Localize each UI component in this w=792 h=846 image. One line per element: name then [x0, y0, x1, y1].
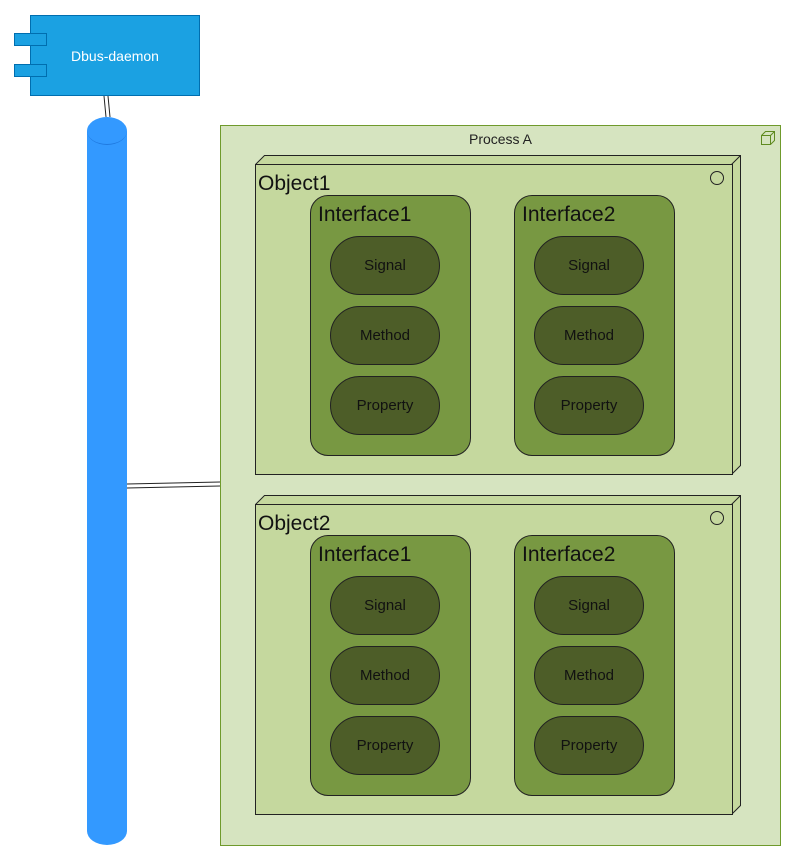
component-tab-icon — [14, 33, 47, 46]
member-property[interactable]: Property — [330, 376, 440, 435]
member-signal[interactable]: Signal — [330, 236, 440, 295]
member-method[interactable]: Method — [330, 646, 440, 705]
interface-title: Interface1 — [318, 203, 412, 226]
object-circle-icon — [710, 511, 724, 525]
bus-cylinder-top — [87, 117, 127, 145]
member-property[interactable]: Property — [534, 716, 644, 775]
dbus-daemon-component[interactable]: Dbus-daemon — [30, 15, 200, 96]
bus-process-connector — [126, 481, 221, 485]
component-tab-icon — [14, 64, 47, 77]
member-method[interactable]: Method — [534, 646, 644, 705]
member-method[interactable]: Method — [534, 306, 644, 365]
member-signal[interactable]: Signal — [534, 236, 644, 295]
process-title: Process A — [468, 131, 533, 147]
daemon-bus-connector — [103, 95, 107, 118]
object-title: Object1 — [258, 172, 331, 195]
member-method[interactable]: Method — [330, 306, 440, 365]
interface-title: Interface2 — [522, 543, 616, 566]
dbus-bus-cylinder[interactable] — [87, 117, 127, 845]
dbus-daemon-label: Dbus-daemon — [71, 47, 159, 64]
member-property[interactable]: Property — [330, 716, 440, 775]
member-signal[interactable]: Signal — [534, 576, 644, 635]
member-property[interactable]: Property — [534, 376, 644, 435]
interface-title: Interface1 — [318, 543, 412, 566]
member-signal[interactable]: Signal — [330, 576, 440, 635]
cube-icon — [761, 131, 775, 145]
object-title: Object2 — [258, 512, 331, 535]
object-circle-icon — [710, 171, 724, 185]
interface-title: Interface2 — [522, 203, 616, 226]
